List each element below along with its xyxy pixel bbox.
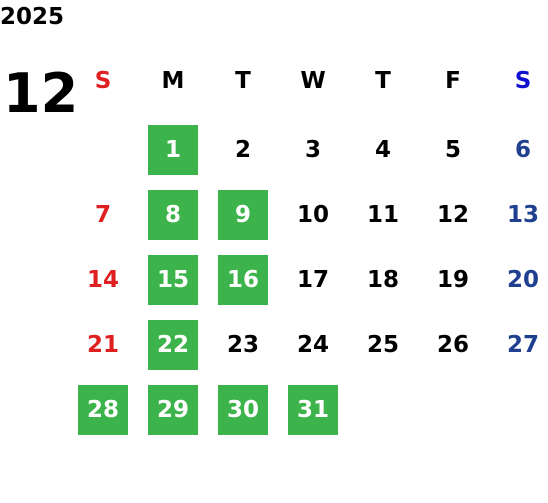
day-cell-30[interactable]: 30 — [218, 385, 268, 435]
day-cell-4[interactable]: 4 — [374, 137, 391, 163]
weekday-label-monday: M — [161, 68, 185, 94]
weekday-label-saturday: S — [514, 68, 532, 94]
weekday-label-wednesday: W — [300, 68, 326, 94]
day-cell-6[interactable]: 6 — [514, 137, 531, 163]
calendar-month: 12 — [3, 62, 79, 125]
day-cell-19[interactable]: 19 — [436, 267, 469, 293]
day-cell-18[interactable]: 18 — [366, 267, 399, 293]
day-cell-25[interactable]: 25 — [366, 332, 399, 358]
day-cell-28[interactable]: 28 — [78, 385, 128, 435]
day-cell-10[interactable]: 10 — [296, 202, 329, 228]
day-cell-31[interactable]: 31 — [288, 385, 338, 435]
day-cell-27[interactable]: 27 — [506, 332, 539, 358]
day-cell-21[interactable]: 21 — [86, 332, 119, 358]
day-cell-12[interactable]: 12 — [436, 202, 469, 228]
day-cell-26[interactable]: 26 — [436, 332, 469, 358]
day-cell-5[interactable]: 5 — [444, 137, 461, 163]
day-cell-20[interactable]: 20 — [506, 267, 539, 293]
day-cell-7[interactable]: 7 — [94, 202, 111, 228]
weekday-label-tuesday: T — [235, 68, 251, 94]
weekday-label-friday: F — [445, 68, 461, 94]
day-cell-24[interactable]: 24 — [296, 332, 329, 358]
day-cell-9[interactable]: 9 — [218, 190, 268, 240]
day-cell-17[interactable]: 17 — [296, 267, 329, 293]
day-cell-22[interactable]: 22 — [148, 320, 198, 370]
day-cell-1[interactable]: 1 — [148, 125, 198, 175]
day-cell-23[interactable]: 23 — [226, 332, 259, 358]
day-cell-11[interactable]: 11 — [366, 202, 399, 228]
day-cell-29[interactable]: 29 — [148, 385, 198, 435]
weekday-label-thursday: T — [375, 68, 391, 94]
calendar-year: 2025 — [0, 4, 65, 30]
day-cell-3[interactable]: 3 — [304, 137, 321, 163]
day-cell-8[interactable]: 8 — [148, 190, 198, 240]
day-cell-15[interactable]: 15 — [148, 255, 198, 305]
day-cell-16[interactable]: 16 — [218, 255, 268, 305]
day-cell-14[interactable]: 14 — [86, 267, 119, 293]
day-cell-2[interactable]: 2 — [234, 137, 251, 163]
day-cell-13[interactable]: 13 — [506, 202, 539, 228]
weekday-label-sunday: S — [94, 68, 112, 94]
